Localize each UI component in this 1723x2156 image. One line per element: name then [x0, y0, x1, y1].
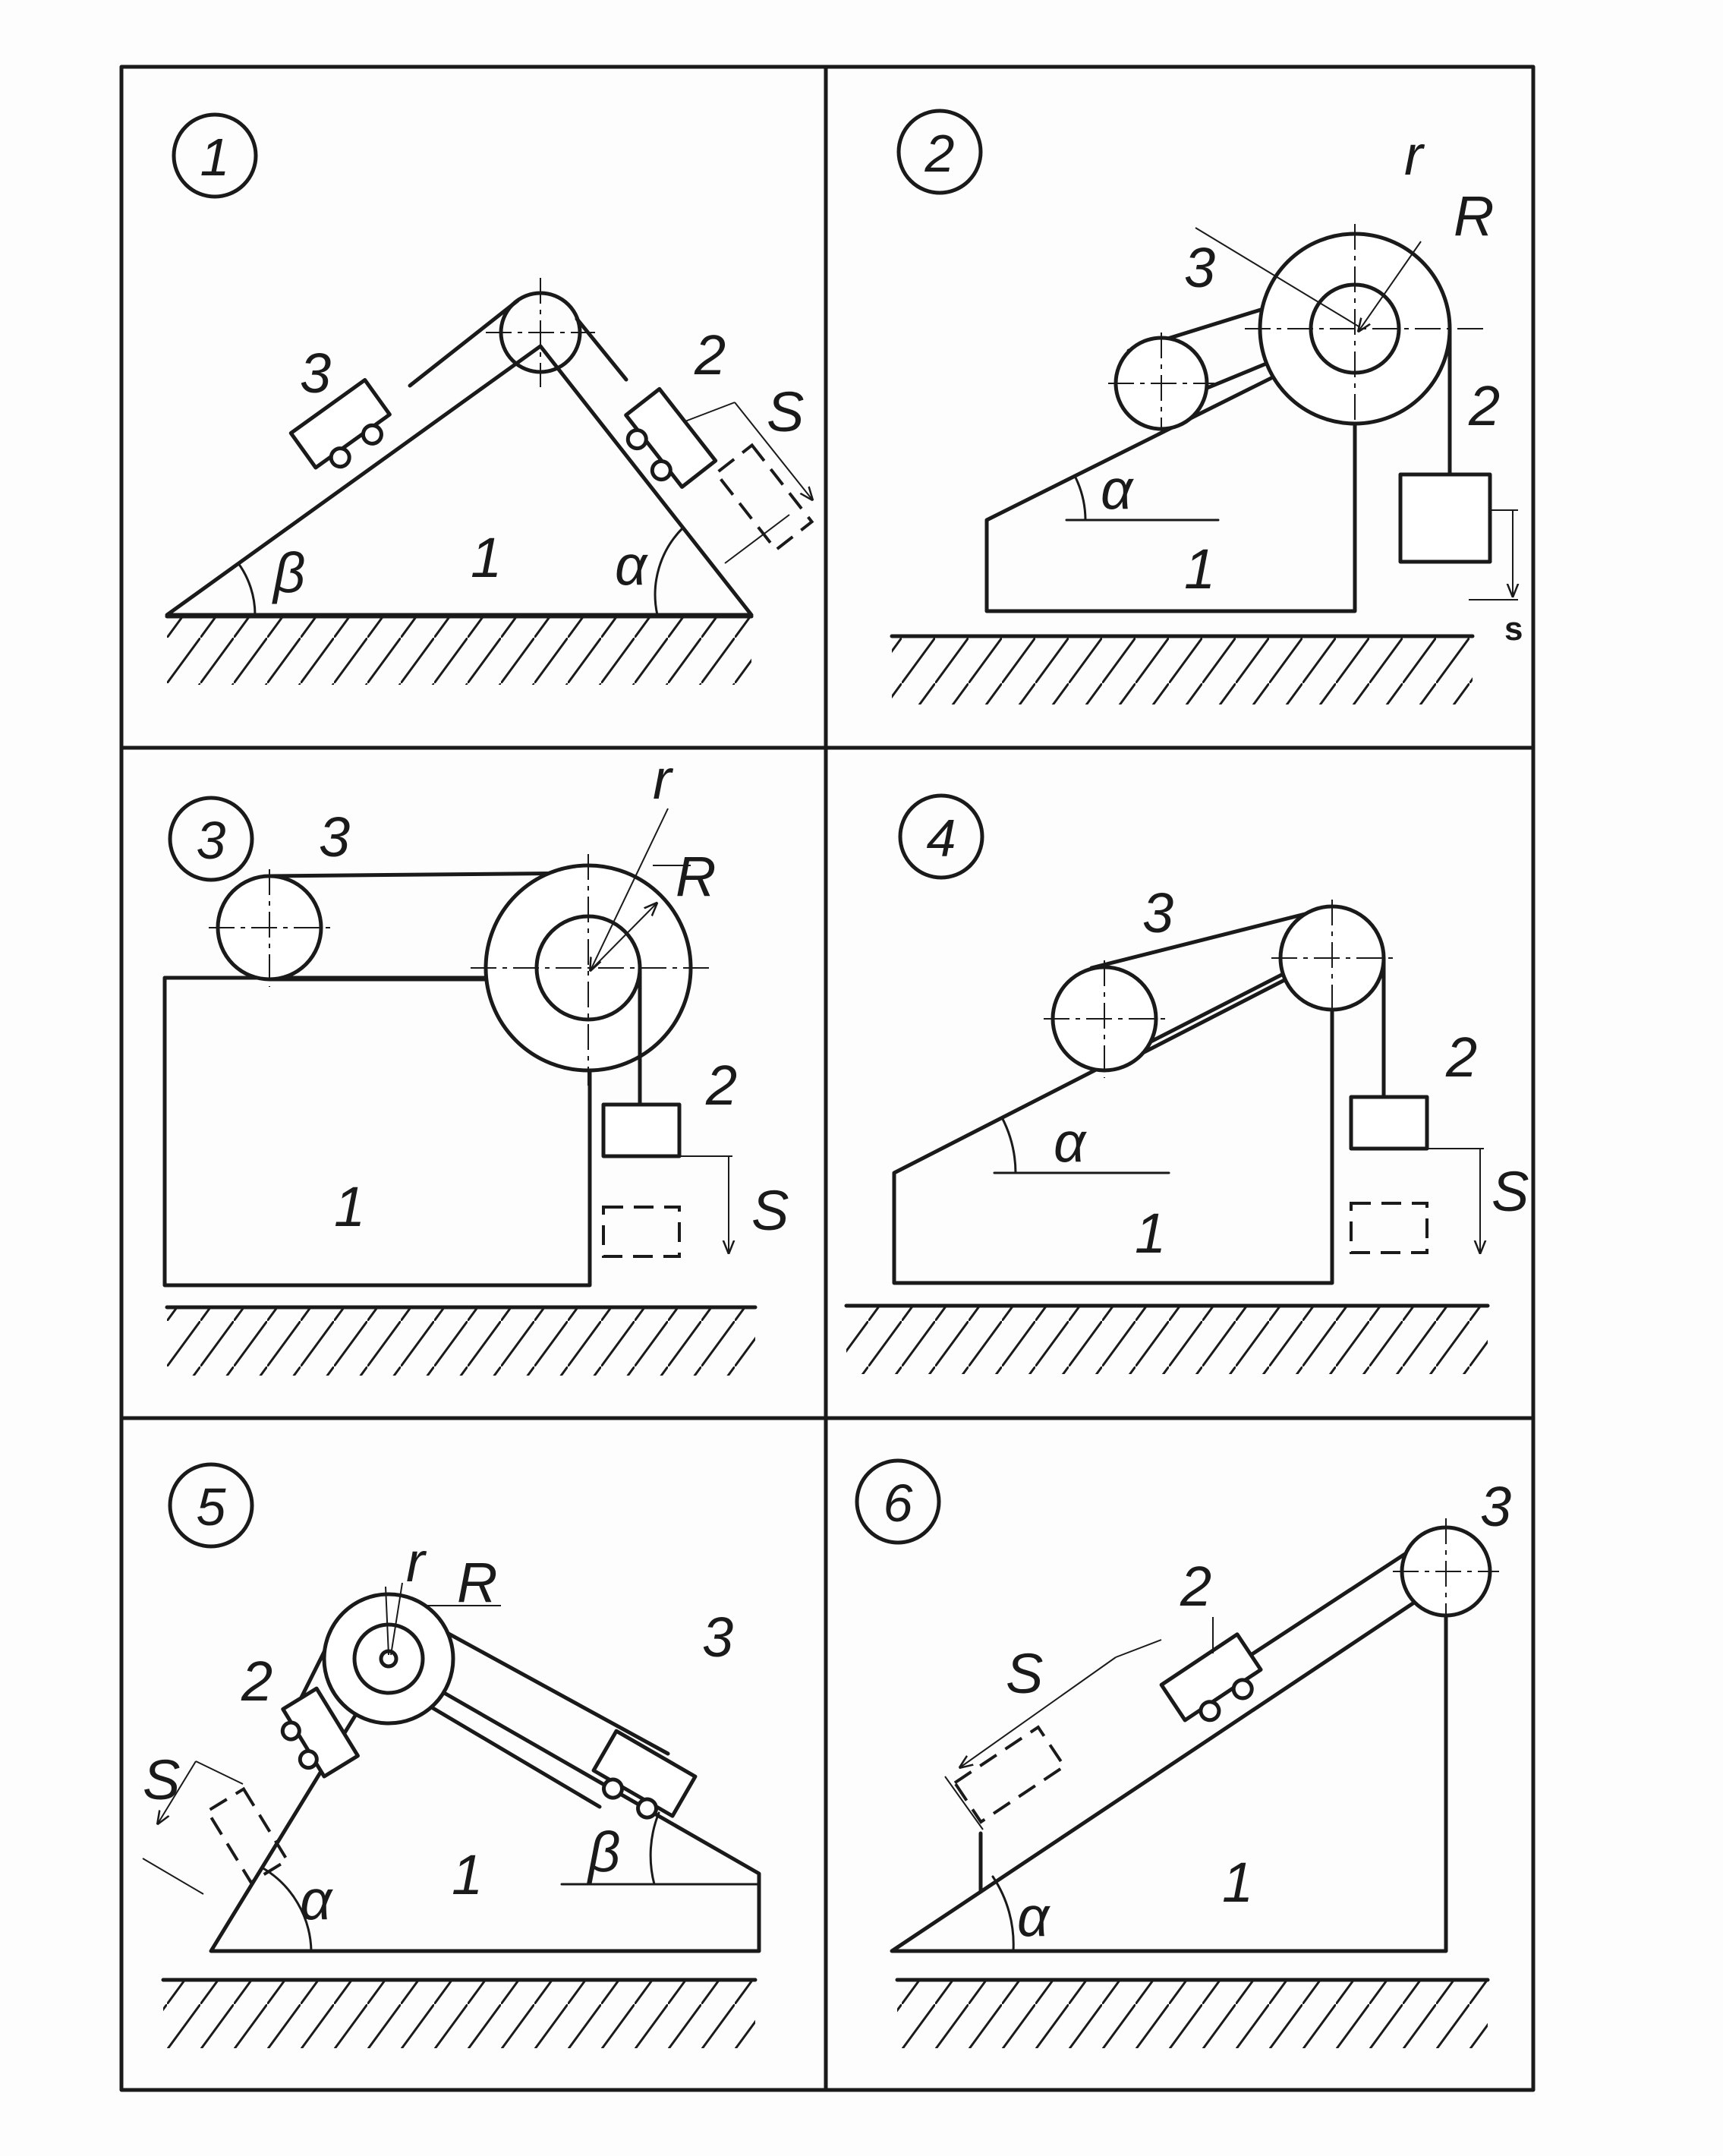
label-inner-radius: r	[1404, 124, 1425, 187]
cable	[408, 298, 520, 388]
label-angle-a: α	[1101, 458, 1134, 521]
label-2: 2	[694, 323, 726, 386]
label-angle-b: β	[587, 1820, 620, 1883]
label-2: 2	[241, 1650, 272, 1713]
label-1: 1	[452, 1843, 483, 1906]
label-angle-a: α	[300, 1868, 333, 1931]
panel-3: 3 3 r R 2 1 S	[162, 748, 789, 1376]
label-1: 1	[471, 526, 502, 589]
displacement-indicator	[602, 1155, 732, 1258]
panel-2-number-badge: 2	[896, 109, 983, 195]
angle-a-arc	[1000, 1116, 1017, 1174]
label-1: 1	[1135, 1202, 1166, 1265]
label-3: 3	[319, 805, 350, 868]
cart-2	[624, 386, 718, 489]
displacement-indicator	[142, 1760, 290, 1895]
displacement-indicator	[1469, 509, 1518, 600]
cart-2	[1159, 1632, 1263, 1723]
displacement-indicator	[944, 1639, 1162, 1830]
label-angle-a: α	[1054, 1111, 1087, 1174]
stepped-pulley-inner	[352, 1622, 425, 1695]
label-1: 1	[1222, 1851, 1253, 1914]
cart-3	[591, 1729, 698, 1820]
label-displacement: S	[143, 1748, 180, 1811]
panel-1: 1 3 2	[165, 112, 812, 685]
panel-4-number-badge: 4	[898, 793, 984, 880]
weight-2	[1349, 1095, 1429, 1151]
cable-bottom	[411, 1694, 602, 1809]
panel-5: 5	[142, 1462, 761, 2048]
panel-6-number-badge: 6	[855, 1458, 941, 1545]
ground-hatch	[890, 634, 1475, 704]
weight-2	[601, 1102, 682, 1158]
displacement-indicator	[1350, 1148, 1484, 1254]
label-3: 3	[1184, 236, 1215, 299]
weight-2	[1398, 472, 1492, 564]
label-3: 3	[1480, 1475, 1511, 1538]
panel-3-number-badge: 3	[168, 796, 254, 882]
body-1-prism	[165, 344, 754, 617]
label-displacement: S	[751, 1179, 789, 1242]
panel-number: 4	[927, 808, 956, 868]
cable-bottom	[1121, 975, 1293, 1065]
angle-b-arc	[649, 1811, 660, 1886]
angle-a-arc	[260, 1866, 313, 1953]
cable-top	[267, 871, 591, 878]
panel-number: 6	[884, 1474, 913, 1533]
body-1-prism	[890, 1579, 1448, 1953]
label-outer-radius: R	[1454, 184, 1494, 247]
ground-hatch	[165, 614, 754, 685]
label-angle-a: α	[1017, 1885, 1050, 1948]
ground-hatch	[895, 1978, 1490, 2048]
panel-4: 4 3 2 1 α S	[844, 793, 1529, 1374]
panel-number: 2	[924, 124, 955, 183]
displacement-indicator	[682, 402, 812, 564]
label-2: 2	[1445, 1026, 1477, 1089]
angle-a-arc	[1073, 474, 1087, 522]
panel-number: 5	[197, 1477, 227, 1537]
grid-frame	[119, 65, 1536, 2092]
panel-6: 6 2 3 1 α S	[855, 1458, 1511, 2048]
angle-a-arc	[991, 1875, 1015, 1953]
cart-2	[280, 1686, 360, 1779]
panel-number: 3	[197, 811, 226, 870]
label-inner-radius: r	[653, 748, 674, 811]
label-outer-radius: R	[676, 845, 716, 908]
label-2: 2	[705, 1054, 737, 1117]
angle-b-arc	[237, 562, 257, 616]
label-inner-radius: r	[406, 1530, 427, 1593]
label-1: 1	[334, 1175, 365, 1238]
label-3: 3	[300, 342, 331, 405]
label-displacement: S	[767, 380, 804, 443]
ground-hatch	[165, 1305, 758, 1376]
label-outer-radius: R	[457, 1551, 497, 1614]
ground-hatch	[161, 1978, 758, 2048]
panel-5-number-badge: 5	[168, 1462, 254, 1549]
label-angle-a: α	[615, 534, 648, 597]
label-angle-b: β	[272, 541, 305, 604]
label-displacement: s	[1504, 610, 1523, 648]
label-2: 2	[1180, 1555, 1211, 1618]
cable-top	[423, 1619, 670, 1756]
label-3: 3	[1142, 881, 1173, 944]
cable-top	[1089, 905, 1334, 970]
label-displacement: S	[1491, 1160, 1529, 1223]
cart-3	[288, 378, 392, 470]
panel-2: 2 3 r R 2 1 α s	[890, 109, 1523, 704]
label-3: 3	[702, 1606, 733, 1669]
panel-1-number-badge: 1	[172, 112, 258, 199]
label-displacement: S	[1006, 1642, 1043, 1705]
ground-hatch	[844, 1303, 1490, 1374]
label-1: 1	[1184, 537, 1215, 600]
label-2: 2	[1468, 374, 1500, 437]
panel-number: 1	[200, 128, 230, 187]
angle-a-arc	[654, 526, 685, 616]
